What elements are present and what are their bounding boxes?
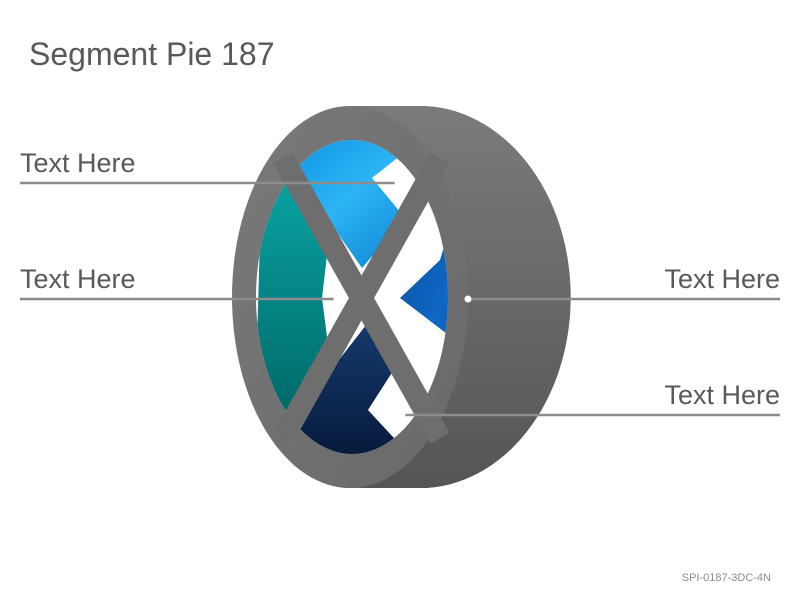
footer-code: SPI-0187-3DC-4N	[681, 572, 771, 584]
spokes	[273, 152, 450, 444]
leader-dot-middle-right	[464, 295, 472, 303]
segment-right	[400, 188, 448, 410]
label-bottom-right: Text Here	[664, 380, 780, 410]
leader-lines	[20, 179, 780, 419]
segment-bottom	[300, 320, 405, 454]
leader-dot-middle-left	[333, 295, 341, 303]
label-top-left: Text Here	[20, 148, 136, 178]
page-title: Segment Pie 187	[29, 36, 275, 72]
leader-dot-top-left	[394, 179, 402, 187]
leader-dot-bottom-right	[398, 411, 406, 419]
label-middle-left: Text Here	[20, 264, 136, 294]
label-middle-right: Text Here	[664, 264, 780, 294]
